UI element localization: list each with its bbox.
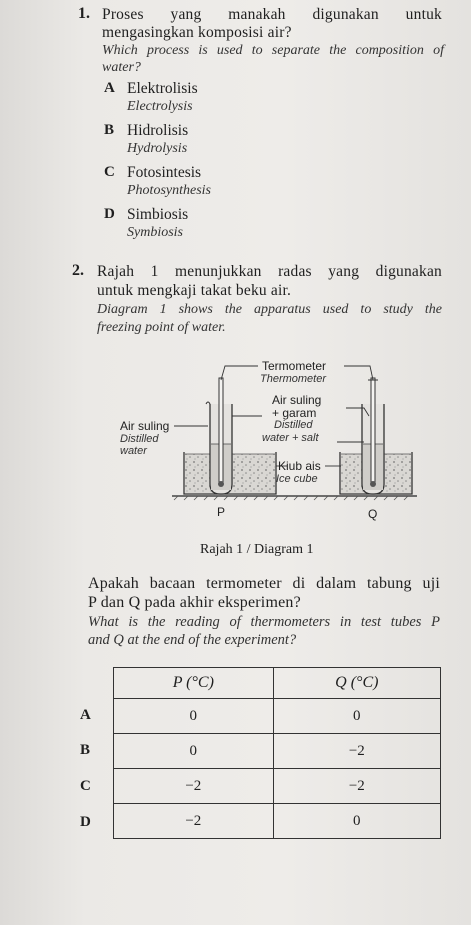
cell-q: 0 xyxy=(272,698,442,734)
cell-q: 0 xyxy=(272,803,442,839)
label-distilled-top: Distilled xyxy=(274,419,313,431)
row-letter-b[interactable]: B xyxy=(80,742,91,758)
option-b-ms: Hidrolisis xyxy=(127,122,189,139)
row-letter-c[interactable]: C xyxy=(80,778,91,794)
option-d-en: Symbiosis xyxy=(127,225,183,240)
option-b-letter[interactable]: B xyxy=(104,122,115,138)
apparatus-diagram: Termometer Thermometer Air suling + gara… xyxy=(112,356,432,526)
cell-q: −2 xyxy=(272,733,442,769)
bench-surface xyxy=(172,495,417,501)
thermometer-p xyxy=(218,377,224,487)
header-q: Q (°C) xyxy=(272,667,442,699)
label-p: P xyxy=(217,505,226,519)
option-a-ms: Elektrolisis xyxy=(127,80,198,97)
cell-p: 0 xyxy=(113,698,274,734)
question-2-en-line1: Diagram 1 shows the apparatus used to st… xyxy=(97,302,442,317)
question-2-ask-en-line1: What is the reading of thermometers in t… xyxy=(88,614,440,630)
question-2-number: 2. xyxy=(72,262,84,279)
cell-p: 0 xyxy=(113,733,274,769)
cell-p: −2 xyxy=(113,768,274,804)
leader-lines xyxy=(174,365,374,467)
label-termometer: Termometer xyxy=(262,359,327,373)
option-c-letter[interactable]: C xyxy=(104,164,115,180)
option-a-letter[interactable]: A xyxy=(104,80,115,96)
diagram-caption: Rajah 1 / Diagram 1 xyxy=(200,542,314,557)
label-water-salt: water + salt xyxy=(262,432,319,444)
table-row[interactable]: 0 0 xyxy=(113,698,442,734)
answer-table: P (°C) Q (°C) 0 0 0 −2 −2 −2 −2 0 xyxy=(113,667,442,839)
option-a-en: Electrolysis xyxy=(127,99,193,114)
question-2-ms-line1: Rajah 1 menunjukkan radas yang digunakan xyxy=(97,263,442,280)
table-header-row: P (°C) Q (°C) xyxy=(113,667,442,699)
option-d-letter[interactable]: D xyxy=(104,206,115,222)
label-garam: + garam xyxy=(272,406,317,420)
question-1-en-line2: water? xyxy=(102,60,141,75)
option-c-en: Photosynthesis xyxy=(127,183,211,198)
option-b-en: Hydrolysis xyxy=(127,141,188,156)
question-2-ms-line2: untuk mengkaji takat beku air. xyxy=(97,282,292,299)
question-1-en-line1: Which process is used to separate the co… xyxy=(102,43,444,58)
label-air-suling-top: Air suling xyxy=(272,393,322,407)
option-d-ms: Simbiosis xyxy=(127,206,189,223)
cell-p: −2 xyxy=(113,803,274,839)
option-c-ms: Fotosintesis xyxy=(127,164,202,181)
label-water-left: water xyxy=(120,445,147,457)
test-tube-q xyxy=(361,404,385,495)
label-q: Q xyxy=(368,507,378,521)
label-ice-cube: Ice cube xyxy=(276,473,318,485)
table-row[interactable]: −2 0 xyxy=(113,803,442,839)
question-2-ask-ms-line2: P dan Q pada akhir eksperimen? xyxy=(88,594,301,611)
row-letter-d[interactable]: D xyxy=(80,814,91,830)
question-2-ask-ms-line1: Apakah bacaan termometer di dalam tabung… xyxy=(88,575,440,592)
label-air-suling-left: Air suling xyxy=(120,419,170,433)
table-row[interactable]: −2 −2 xyxy=(113,768,442,804)
apparatus-drawing xyxy=(172,365,417,501)
question-1-ms-line2: mengasingkan komposisi air? xyxy=(102,24,292,41)
label-thermometer: Thermometer xyxy=(260,373,327,385)
label-distilled-left: Distilled xyxy=(120,433,159,445)
label-kiub-ais: Kiub ais xyxy=(278,459,321,473)
question-2-ask-en-line2: and Q at the end of the experiment? xyxy=(88,632,297,648)
table-row[interactable]: 0 −2 xyxy=(113,733,442,769)
question-1-number: 1. xyxy=(78,5,90,22)
cell-q: −2 xyxy=(272,768,442,804)
row-letter-a[interactable]: A xyxy=(80,707,91,723)
question-2-en-line2: freezing point of water. xyxy=(97,320,226,335)
question-1-ms-line1: Proses yang manakah digunakan untuk xyxy=(102,6,442,23)
header-p: P (°C) xyxy=(113,667,274,699)
